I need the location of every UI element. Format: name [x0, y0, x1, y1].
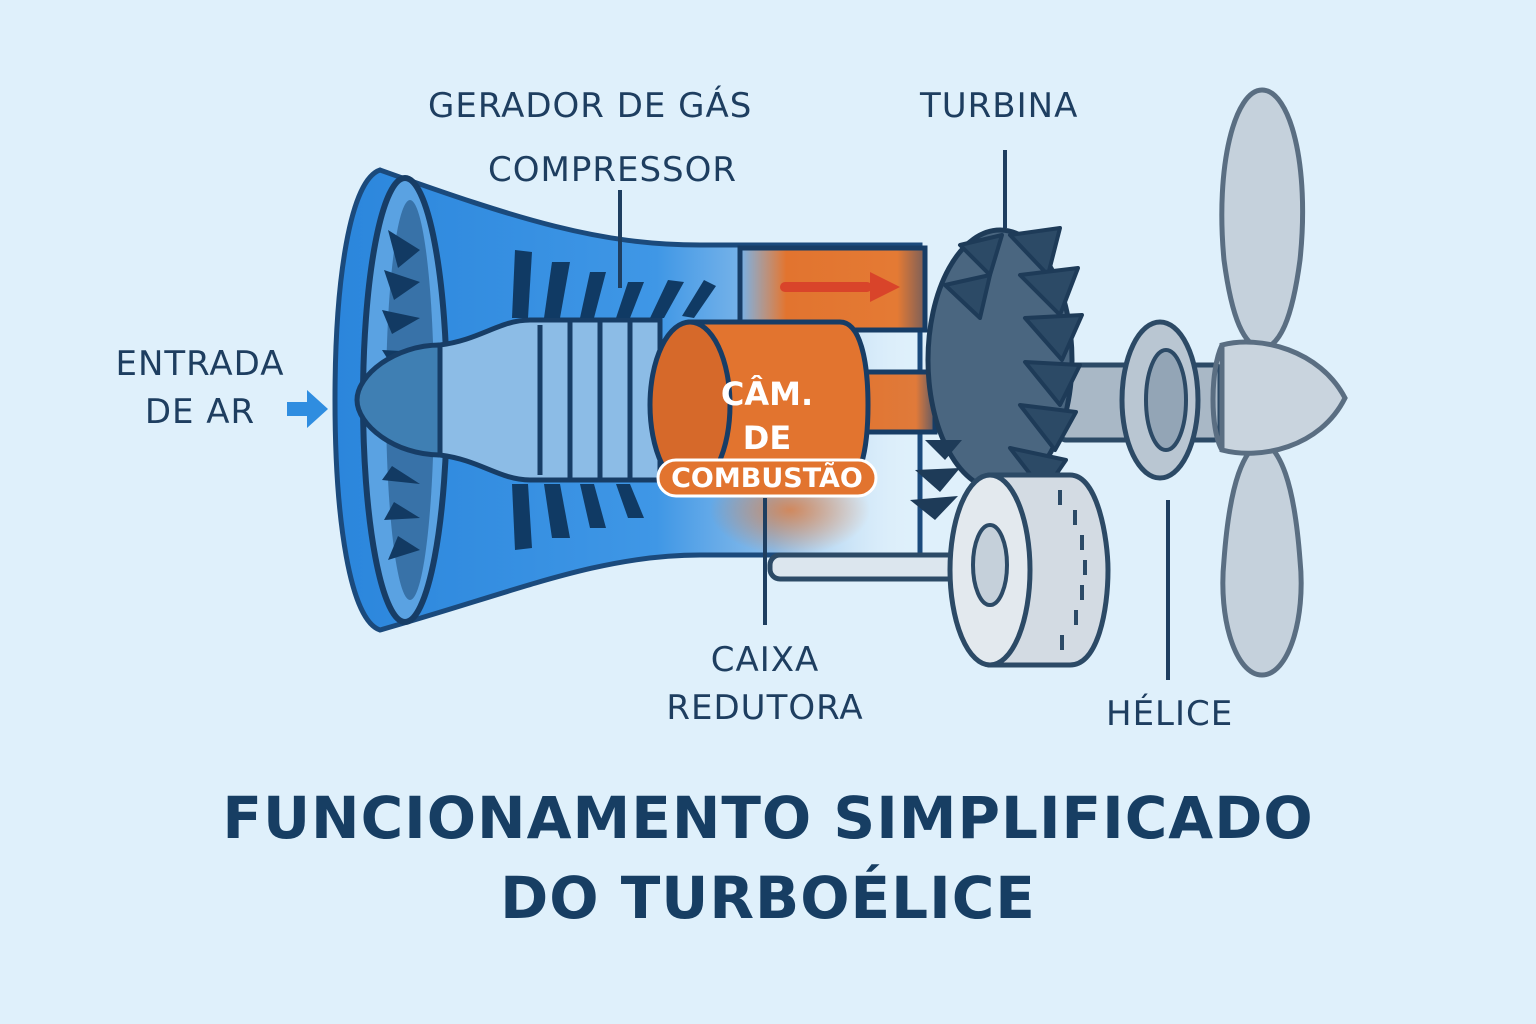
label-air-intake-line2: DE AR	[144, 392, 256, 432]
propeller-shaft	[1057, 319, 1223, 481]
leader-lines	[618, 150, 1170, 680]
label-combustion-chamber: CÂM. DE COMBUSTÃO	[660, 370, 874, 500]
intake-spinner	[354, 342, 443, 458]
air-intake-arrow	[287, 390, 328, 428]
compressor-blades	[512, 250, 716, 550]
propeller	[1210, 87, 1348, 678]
turbine-disc	[910, 226, 1084, 520]
combustion-chamber	[647, 319, 878, 498]
label-propeller: HÉLICE	[1106, 694, 1234, 734]
label-gearbox: CAIXA REDUTORA	[650, 636, 880, 732]
label-air-intake-line1: ENTRADA	[115, 344, 285, 384]
diagram-title-line2: DO TURBOÉLICE	[500, 864, 1036, 932]
label-combustion-line1: CÂM.	[720, 375, 814, 413]
diagram-title-line1: FUNCIONAMENTO SIMPLIFICADO	[222, 784, 1314, 852]
label-air-intake: ENTRADA DE AR	[105, 340, 295, 436]
label-gearbox-line2: REDUTORA	[666, 688, 864, 728]
compressor-drum	[437, 317, 663, 483]
label-combustion-line3: COMBUSTÃO	[671, 463, 863, 494]
label-gearbox-line1: CAIXA	[710, 640, 820, 680]
flow-arrow	[780, 272, 900, 302]
label-compressor: COMPRESSOR	[488, 150, 737, 190]
label-combustion-line2: DE	[742, 419, 792, 457]
label-gas-generator: GERADOR DE GÁS	[428, 86, 753, 126]
label-turbine: TURBINA	[920, 86, 1079, 126]
reduction-gearbox	[767, 472, 1111, 668]
